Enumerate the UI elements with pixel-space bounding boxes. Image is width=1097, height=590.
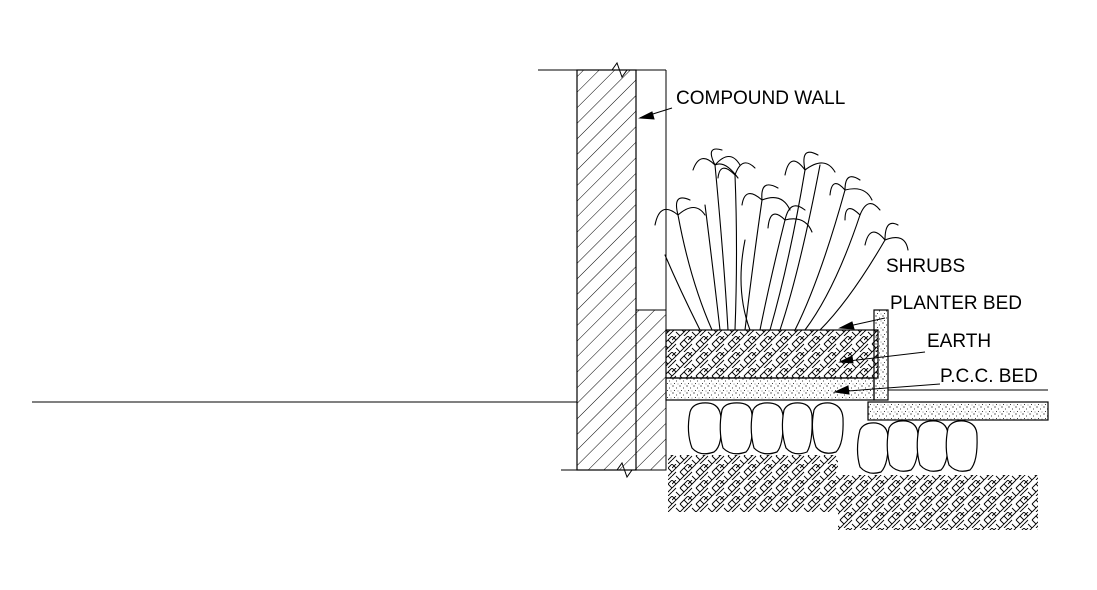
label-compound-wall: COMPOUND WALL <box>676 88 845 109</box>
label-pcc-bed: P.C.C. BED <box>940 366 1038 387</box>
rubble-stones <box>687 402 978 474</box>
soil-below-1 <box>668 455 838 512</box>
leader-lines <box>638 107 941 395</box>
label-earth: EARTH <box>927 331 991 352</box>
compound-wall <box>538 61 667 479</box>
earth-layer <box>665 329 879 379</box>
label-shrubs: SHRUBS <box>886 256 965 277</box>
label-planter-bed: PLANTER BED <box>890 293 1022 314</box>
shrubs <box>654 148 909 331</box>
planter-bed-wall <box>873 309 889 401</box>
soil-below-2 <box>838 475 1038 530</box>
